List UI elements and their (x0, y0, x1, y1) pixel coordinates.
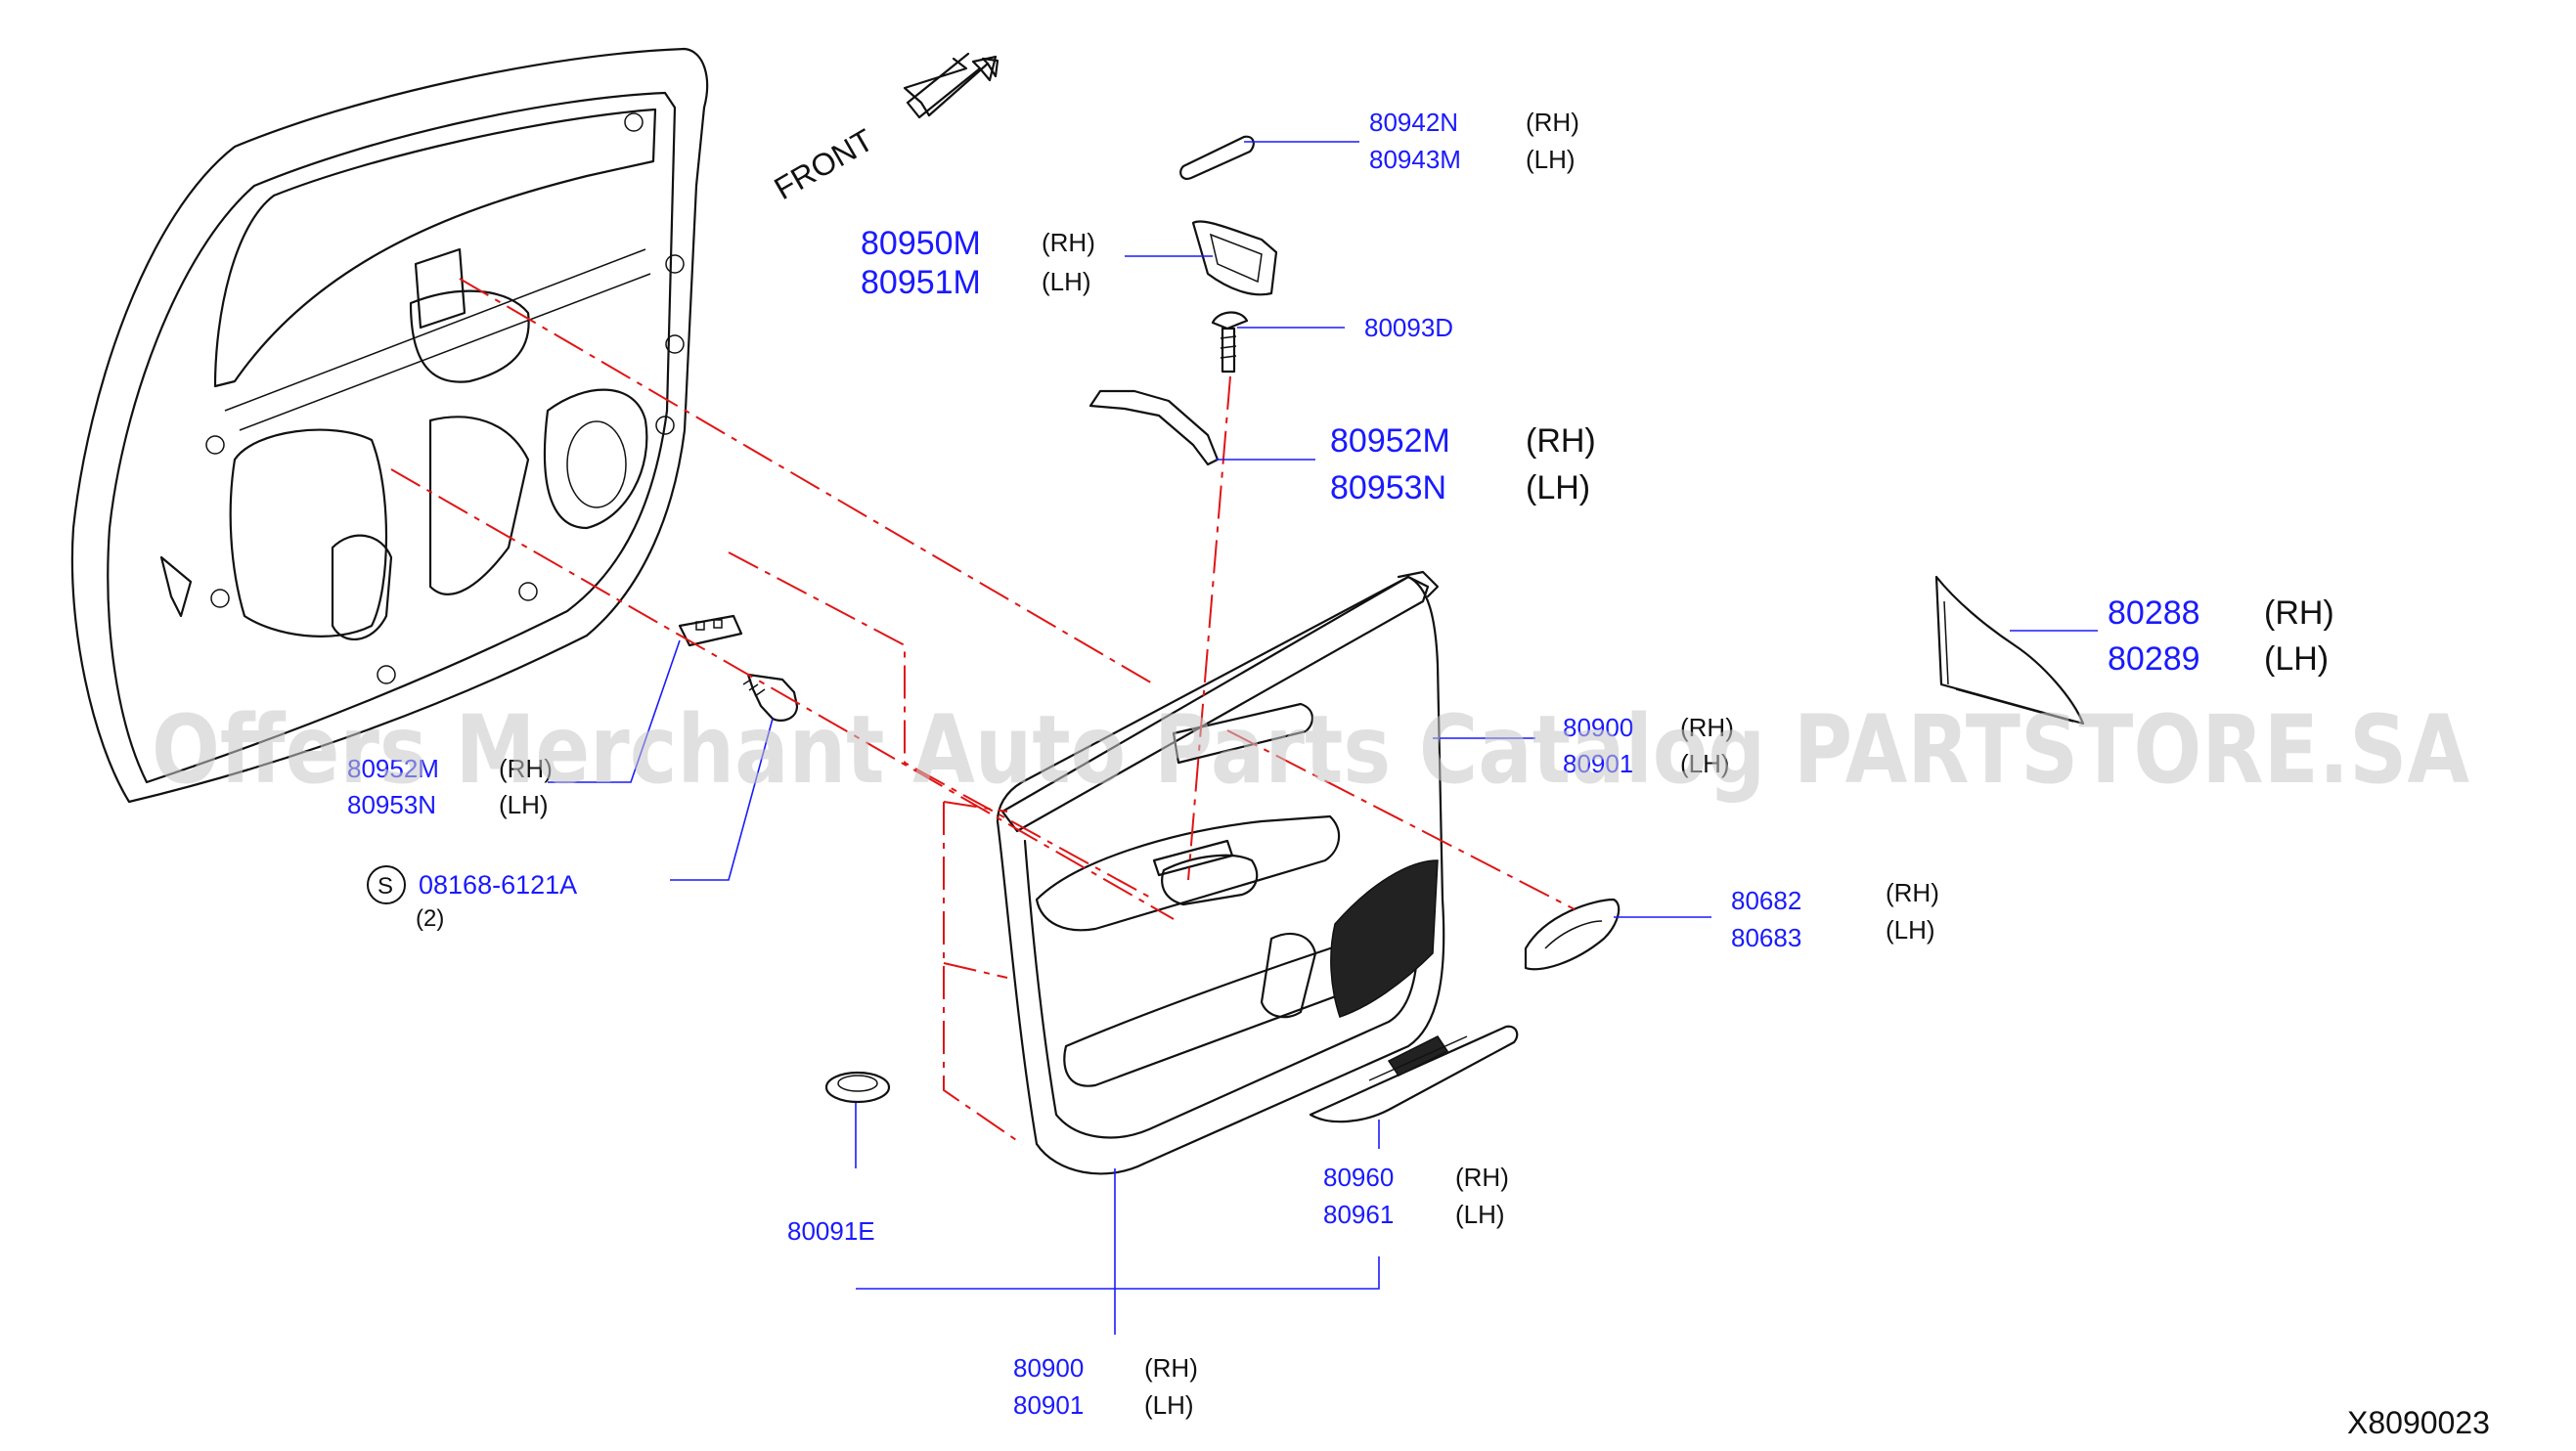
corner-finisher-drawing (1934, 575, 2085, 726)
part-number: 80091E (787, 1216, 875, 1246)
front-direction-indicator: FRONT (769, 52, 999, 206)
callout-armrest-upper: 80900 80901 (RH) (LH) (1563, 713, 1734, 778)
door-trim-drawing (996, 570, 1445, 1175)
part-number-lh: 80953N (1330, 469, 1446, 506)
callout-clip-top: 80093D (1364, 313, 1453, 342)
handle-bracket-drawing (1088, 389, 1220, 466)
leader-lines (548, 141, 2098, 1335)
lh-tag: (LH) (1526, 145, 1576, 174)
part-number-lh: 80951M (861, 264, 981, 301)
callout-door-trim-assembly: 80900 80901 (RH) (LH) (1013, 1353, 1198, 1420)
lh-tag: (LH) (2264, 640, 2329, 678)
lh-tag: (LH) (1886, 915, 1935, 945)
part-number-rh: 80952M (1330, 422, 1450, 460)
rh-tag: (RH) (499, 754, 553, 783)
part-number-lh: 80943M (1369, 145, 1461, 174)
rh-tag: (RH) (1526, 108, 1579, 137)
part-number-lh: 80961 (1323, 1200, 1394, 1229)
diagram-code: X8090023 (2347, 1405, 2490, 1440)
lh-tag: (LH) (1042, 267, 1091, 296)
rh-tag: (RH) (1455, 1163, 1509, 1192)
callout-inside-handle-escutcheon: 80682 80683 (RH) (LH) (1731, 878, 1939, 952)
callout-bolt: S 08168-6121A (2) (367, 865, 577, 932)
part-number-rh: 80900 (1013, 1353, 1084, 1383)
callout-clip-bottom: 80091E (787, 1216, 875, 1246)
rh-tag: (RH) (1886, 878, 1939, 907)
inside-handle-escutcheon-drawing (1524, 898, 1621, 971)
part-number-rh: 80950M (861, 225, 981, 262)
callout-glass-switch-finisher: 80942N 80943M (RH) (LH) (1369, 108, 1579, 174)
front-label: FRONT (769, 122, 879, 206)
watermark-text: Offers Merchant Auto Parts Catalog PARTS… (152, 695, 2469, 805)
standard-part-prefix: S (378, 873, 393, 900)
switch-finisher-drawing (1309, 1025, 1519, 1123)
rh-tag: (RH) (2264, 594, 2334, 632)
part-number-lh: 80901 (1563, 749, 1633, 778)
lh-tag: (LH) (499, 790, 549, 819)
callout-switch-finisher: 80960 80961 (RH) (LH) (1323, 1163, 1509, 1229)
rh-tag: (RH) (1526, 422, 1596, 460)
part-number-lh: 80683 (1731, 923, 1801, 952)
part-number-rh: 80952M (347, 754, 439, 783)
lh-tag: (LH) (1680, 749, 1730, 778)
lh-tag: (LH) (1455, 1200, 1505, 1229)
clip-top-drawing (1211, 311, 1249, 374)
rh-tag: (RH) (1144, 1353, 1198, 1383)
callout-bracket-left: 80952M 80953N (RH) (LH) (347, 754, 553, 819)
lh-tag: (LH) (1526, 469, 1590, 506)
rh-tag: (RH) (1042, 228, 1095, 257)
part-number-lh: 80289 (2108, 640, 2200, 678)
lh-tag: (LH) (1144, 1390, 1194, 1420)
clip-bottom-drawing (824, 1071, 891, 1104)
part-number-lh: 80901 (1013, 1390, 1084, 1420)
callout-corner-finisher: 80288 80289 (RH) (LH) (2108, 594, 2334, 678)
callout-handle-bracket: 80952M 80953N (RH) (LH) (1330, 422, 1596, 506)
standard-part-icon (367, 865, 406, 904)
part-number: 80093D (1364, 313, 1453, 342)
part-number-rh: 80682 (1731, 886, 1801, 915)
pull-handle-escutcheon-drawing (1191, 220, 1278, 296)
part-number: 08168-6121A (419, 870, 577, 900)
quantity: (2) (416, 905, 444, 932)
part-number-rh: 80288 (2108, 594, 2200, 632)
assembly-lines (390, 278, 1576, 1145)
part-number-rh: 80900 (1563, 713, 1633, 742)
part-number-rh: 80960 (1323, 1163, 1394, 1192)
door-panel-drawing (70, 47, 709, 804)
part-number-lh: 80953N (347, 790, 436, 819)
callout-pull-handle-escutcheon: 80950M 80951M (RH) (LH) (861, 225, 1095, 301)
rh-tag: (RH) (1680, 713, 1734, 742)
glass-switch-finisher-drawing (1179, 135, 1255, 180)
part-number-rh: 80942N (1369, 108, 1458, 137)
